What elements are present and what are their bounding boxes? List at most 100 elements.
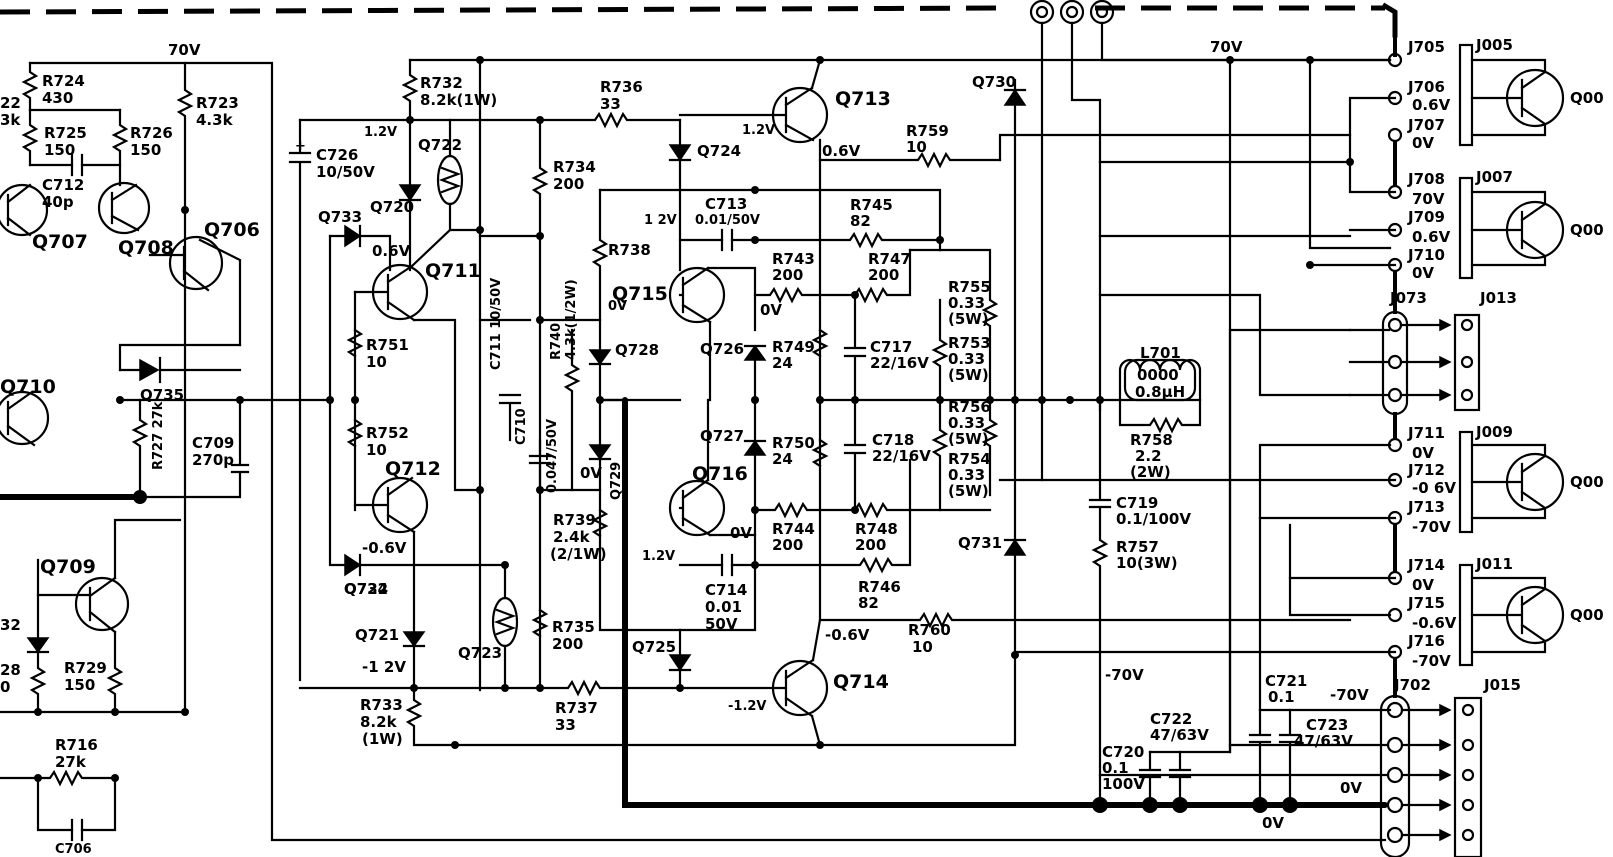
svg-text:Q724: Q724 [697, 142, 741, 160]
svg-text:70V: 70V [168, 41, 201, 59]
svg-text:Q727: Q727 [700, 427, 744, 445]
svg-text:R747: R747 [868, 250, 911, 268]
q711-label: Q711 [425, 260, 481, 282]
svg-text:(1W): (1W) [362, 730, 403, 748]
svg-text:Q735: Q735 [140, 386, 184, 404]
svg-text:C713: C713 [705, 195, 747, 213]
svg-text:Q734: Q734 [344, 580, 388, 598]
svg-text:R745: R745 [850, 196, 893, 214]
svg-text:200: 200 [772, 536, 803, 554]
svg-text:Q722: Q722 [418, 136, 462, 154]
svg-text:-0.6V: -0.6V [1412, 614, 1457, 632]
svg-text:R754: R754 [948, 450, 991, 468]
svg-text:(5W): (5W) [948, 310, 989, 328]
svg-text:0V: 0V [1412, 134, 1434, 152]
svg-text:200: 200 [553, 175, 584, 193]
svg-text:C723: C723 [1306, 716, 1348, 734]
svg-text:C711 10/50V: C711 10/50V [489, 278, 504, 370]
svg-text:Q730: Q730 [972, 73, 1016, 91]
svg-text:2.2: 2.2 [1135, 447, 1162, 465]
svg-text:40p: 40p [42, 193, 74, 211]
svg-text:Q722: Q722 [344, 580, 388, 598]
q710-label: Q710 [0, 376, 56, 398]
svg-text:82: 82 [858, 594, 879, 612]
svg-text:R757: R757 [1116, 538, 1159, 556]
q712-label: Q712 [385, 458, 441, 480]
svg-text:0: 0 [0, 678, 10, 696]
svg-text:150: 150 [44, 141, 75, 159]
svg-text:R735: R735 [552, 618, 595, 636]
svg-text:C709: C709 [192, 434, 234, 452]
svg-text:8.2k(1W): 8.2k(1W) [420, 91, 497, 109]
top-terminals [1029, 0, 1392, 482]
svg-text:0.33: 0.33 [948, 350, 985, 368]
svg-text:150: 150 [64, 676, 95, 694]
svg-text:10: 10 [366, 353, 387, 371]
svg-text:L701: L701 [1140, 344, 1181, 362]
svg-text:150: 150 [130, 141, 161, 159]
svg-text:Q721: Q721 [355, 626, 399, 644]
svg-text:10: 10 [906, 138, 927, 156]
svg-text:0V: 0V [1262, 814, 1284, 832]
svg-text:(2/1W): (2/1W) [550, 545, 607, 563]
svg-text:0.33: 0.33 [948, 466, 985, 484]
svg-text:27k: 27k [55, 753, 87, 771]
connector-j007: J708 70V J709 0.6V J710 0V J007 Q00 [1387, 168, 1604, 282]
right-connectors: J705 J706 0.6V J707 0V J005 Q00 J708 70V… [998, 33, 1604, 857]
svg-text:C718: C718 [872, 431, 914, 449]
svg-text:R733: R733 [360, 696, 403, 714]
connector-j011: J714 0V J715 -0.6V J716 -70V J011 Q00 [1013, 555, 1604, 670]
svg-text:R716: R716 [55, 736, 98, 754]
svg-text:47/63V: 47/63V [1294, 732, 1353, 750]
svg-text:-1.2V: -1.2V [728, 699, 767, 714]
svg-text:R734: R734 [553, 158, 596, 176]
svg-text:0.6V: 0.6V [372, 242, 411, 260]
svg-text:J706: J706 [1407, 78, 1445, 96]
svg-text:Q00: Q00 [1570, 606, 1604, 624]
svg-text:R743: R743 [772, 250, 815, 268]
svg-text:-70V: -70V [1105, 666, 1144, 684]
svg-text:-1 2V: -1 2V [362, 658, 406, 676]
svg-text:R727 27k: R727 27k [151, 401, 166, 470]
svg-text:0V: 0V [1412, 444, 1434, 462]
svg-text:R753: R753 [948, 334, 991, 352]
svg-text:R749: R749 [772, 338, 815, 356]
q714-label: Q714 [833, 671, 889, 693]
svg-text:0V: 0V [608, 299, 627, 314]
svg-text:J708: J708 [1407, 170, 1445, 188]
svg-text:2.4k: 2.4k [553, 528, 591, 546]
svg-text:3k: 3k [0, 111, 21, 129]
svg-text:J007: J007 [1475, 168, 1513, 186]
svg-text:(5W): (5W) [948, 430, 989, 448]
svg-text:0.1/100V: 0.1/100V [1116, 510, 1191, 528]
svg-text:R736: R736 [600, 78, 643, 96]
svg-text:-70V: -70V [1412, 652, 1451, 670]
svg-text:0.33: 0.33 [948, 294, 985, 312]
svg-text:R724: R724 [42, 72, 85, 90]
svg-text:R744: R744 [772, 520, 815, 538]
q708-label: Q708 [118, 237, 174, 259]
svg-text:0.6V: 0.6V [1412, 228, 1451, 246]
svg-text:200: 200 [868, 266, 899, 284]
svg-text:J715: J715 [1407, 594, 1445, 612]
svg-text:0V: 0V [580, 464, 602, 482]
q707-label: Q707 [32, 231, 88, 253]
svg-text:J702: J702 [1393, 676, 1431, 694]
svg-text:10(3W): 10(3W) [1116, 554, 1178, 572]
svg-text:J714: J714 [1407, 556, 1445, 574]
svg-text:Q725: Q725 [632, 638, 676, 656]
svg-text:82: 82 [850, 212, 871, 230]
svg-text:Q720: Q720 [370, 198, 414, 216]
svg-text:J705: J705 [1407, 38, 1445, 56]
svg-text:Q733: Q733 [318, 208, 362, 226]
svg-text:200: 200 [772, 266, 803, 284]
svg-text:J712: J712 [1407, 461, 1445, 479]
connector-j005: J705 J706 0.6V J707 0V J005 Q00 [1387, 36, 1604, 152]
svg-text:C726: C726 [316, 146, 358, 164]
svg-text:10: 10 [366, 441, 387, 459]
svg-text:R755: R755 [948, 278, 991, 296]
svg-text:1.2V: 1.2V [364, 125, 397, 140]
svg-text:24: 24 [772, 450, 793, 468]
svg-text:-0.6V: -0.6V [362, 539, 407, 557]
